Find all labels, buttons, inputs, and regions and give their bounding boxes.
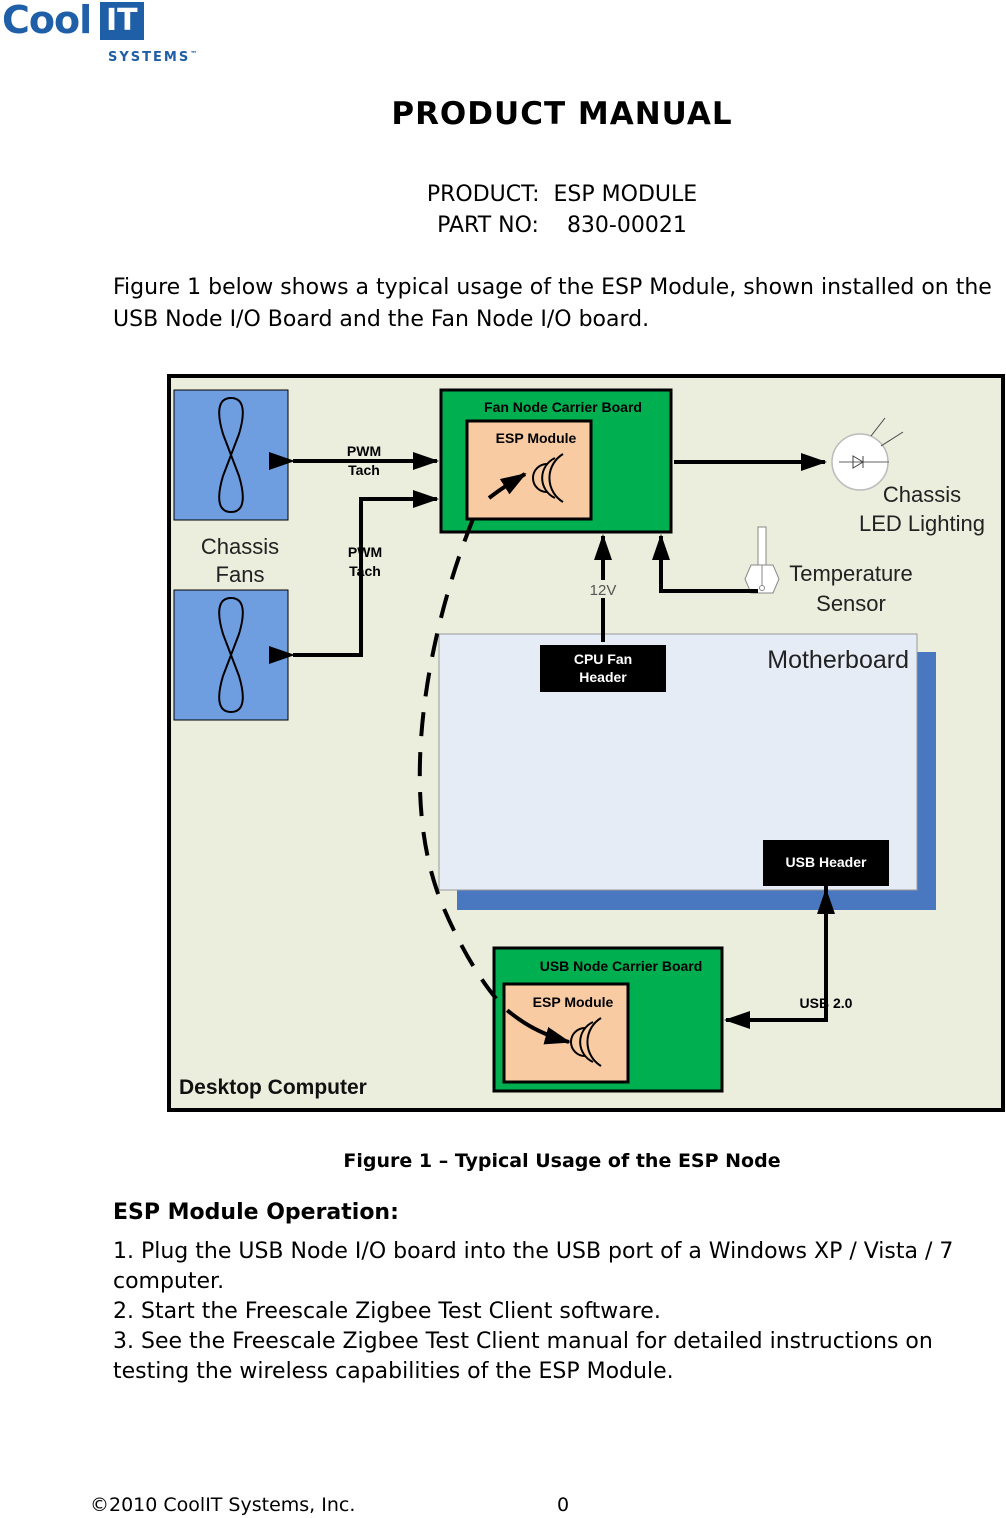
intro-paragraph: Figure 1 below shows a typical usage of … (113, 275, 992, 332)
cpu-fan-header-label-1: CPU Fan (574, 651, 632, 667)
part-number-line: PART NO: 830-00021 (437, 213, 687, 238)
figure-caption: Figure 1 – Typical Usage of the ESP Node (343, 1150, 781, 1172)
step-item: 1. Plug the USB Node I/O board into the … (113, 1239, 954, 1294)
temperature-sensor-label-1: Temperature (789, 561, 913, 586)
usb20-connection-line (724, 886, 828, 1029)
power-12v-label: 12V (590, 582, 617, 599)
chassis-led-label-1: Chassis (883, 482, 961, 507)
steps-list: 1. Plug the USB Node I/O board into the … (113, 1237, 993, 1387)
wireless-icon-bottom (570, 1017, 602, 1067)
fan-node-board-label: Fan Node Carrier Board (484, 399, 642, 415)
coolit-logo: Cool IT SYSTEMS™ (0, 0, 210, 70)
pwm-tach-2-label-2: Tach (349, 563, 381, 579)
chassis-fan-bottom (173, 589, 289, 721)
footer-copyright: ©2010 CoolIT Systems, Inc. (90, 1494, 356, 1516)
chassis-fans-label-2: Fans (216, 562, 265, 587)
logo-text-cool: Cool (2, 0, 92, 42)
logo-text-systems: SYSTEMS™ (108, 50, 200, 65)
temperature-sensor-icon (744, 526, 780, 594)
wireless-icon-top (532, 453, 564, 503)
cpu-fan-header (540, 645, 666, 692)
pwm-tach-line-2 (269, 490, 439, 664)
chassis-led-icon (831, 417, 904, 491)
pwm-tach-1-label-1: PWM (347, 443, 381, 459)
footer-page-number: 0 (557, 1494, 570, 1516)
usb-header-label: USB Header (786, 854, 867, 870)
chassis-fans-label-1: Chassis (201, 534, 279, 559)
step-item: 3. See the Freescale Zigbee Test Client … (113, 1329, 933, 1384)
usb-node-board-label: USB Node Carrier Board (540, 958, 703, 974)
page-title: PRODUCT MANUAL (391, 96, 733, 132)
cpu-fan-header-label-2: Header (579, 669, 627, 685)
usb-header (763, 840, 889, 886)
esp-module-bottom-label: ESP Module (533, 994, 614, 1010)
wireless-arrow-bottom (510, 1012, 571, 1045)
usage-diagram: Chassis Fans Fan Node Carrier Board ESP … (167, 374, 1005, 1112)
temperature-connection-line (652, 534, 758, 593)
usb20-label: USB 2.0 (800, 995, 853, 1011)
chassis-fan-top (173, 389, 289, 521)
desktop-computer-label: Desktop Computer (179, 1076, 367, 1099)
operation-heading: ESP Module Operation: (113, 1200, 399, 1225)
chassis-led-label-2: LED Lighting (859, 511, 985, 536)
esp-module-top (465, 419, 593, 521)
product-line: PRODUCT: ESP MODULE (426, 182, 698, 207)
pwm-tach-2-label-1: PWM (348, 544, 382, 560)
pwm-tach-1-label-2: Tach (348, 462, 380, 478)
esp-module-top-label: ESP Module (496, 430, 577, 446)
wireless-arrow-top (487, 472, 527, 500)
wireless-dashed-link (417, 518, 514, 1016)
logo-text-it: IT (100, 2, 144, 40)
temperature-sensor-label-2: Sensor (816, 591, 886, 616)
step-item: 2. Start the Freescale Zigbee Test Clien… (113, 1299, 661, 1324)
motherboard-label: Motherboard (767, 646, 909, 674)
